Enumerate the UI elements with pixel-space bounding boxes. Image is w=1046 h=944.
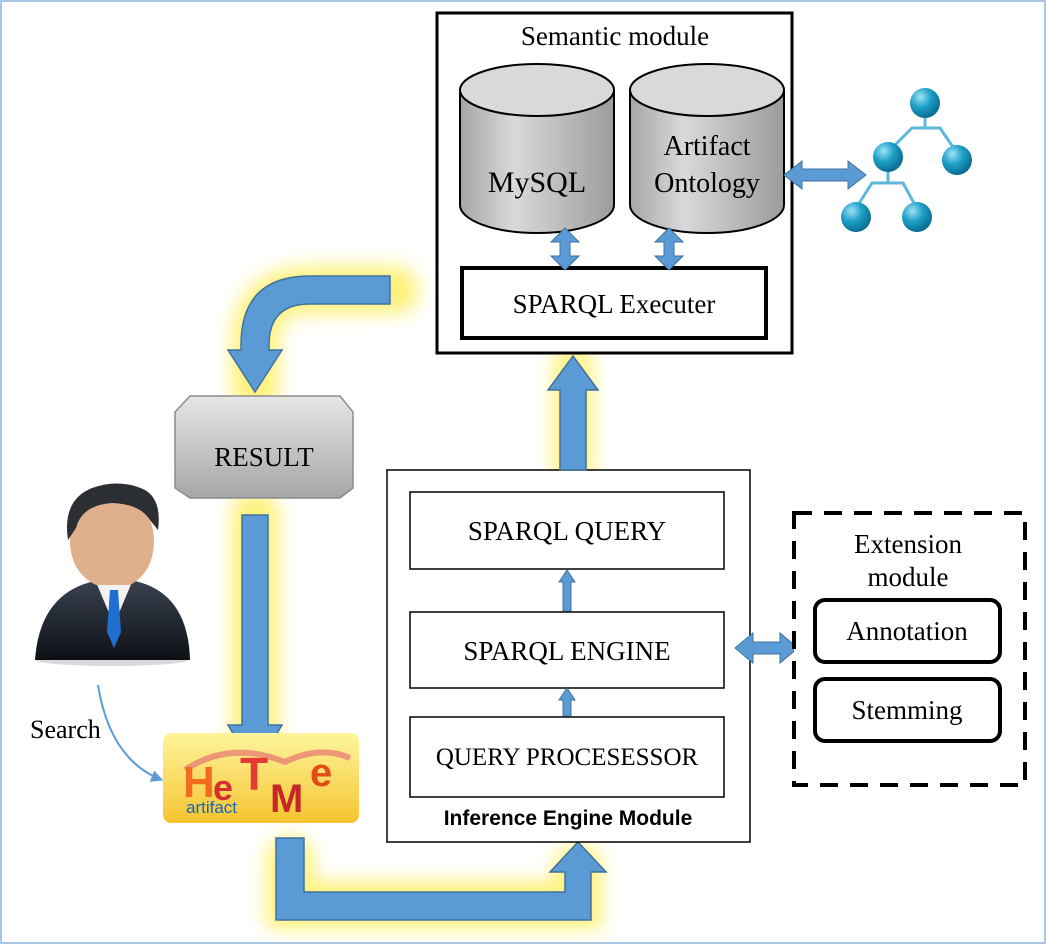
stemming-label: Stemming	[851, 695, 962, 725]
extension-title-line2: module	[868, 562, 949, 592]
sparql-executer-box	[460, 266, 768, 340]
logo-e1: e	[213, 767, 233, 808]
stemming-box	[813, 677, 1002, 743]
inference-to-semantic-arrow	[546, 354, 600, 471]
ontology-tree-icon	[841, 88, 972, 232]
annotation-label: Annotation	[846, 616, 968, 646]
search-label: Search	[30, 715, 101, 744]
query-processor-box	[409, 716, 725, 798]
result-label: RESULT	[214, 442, 314, 472]
sparql-query-box	[409, 491, 725, 570]
annotation-box	[813, 598, 1002, 664]
hetme-logo: H e T M e artifact	[163, 733, 359, 823]
extension-module: Extension module Annotation Stemming	[792, 511, 1027, 787]
mysql-database-icon: MySQL	[459, 63, 615, 234]
inference-module-title: Inference Engine Module	[444, 807, 693, 830]
result-box: RESULT	[174, 395, 354, 499]
logo-m: M	[270, 777, 303, 821]
inner-flow-arrows	[558, 569, 576, 717]
ontology-label-line2: Ontology	[654, 168, 760, 199]
logo-subtext: artifact	[186, 798, 237, 817]
sparql-executer-label: SPARQL Executer	[513, 289, 716, 319]
cylinder-executer-arrows	[549, 227, 685, 271]
logo-e2: e	[310, 751, 332, 795]
query-processor-label: QUERY PROCESESSOR	[436, 744, 699, 771]
semantic-module-title: Semantic module	[521, 21, 709, 51]
sparql-engine-label: SPARQL ENGINE	[463, 636, 670, 666]
logo-t: T	[240, 748, 268, 800]
user-avatar-icon	[35, 483, 190, 666]
inference-engine-module: SPARQL QUERY SPARQL ENGINE QUERY PROCESE…	[386, 469, 751, 843]
search-flow-arrow	[97, 684, 164, 782]
ontology-tree-arrow	[783, 159, 867, 191]
mysql-label: MySQL	[488, 166, 586, 199]
extension-title-line1: Extension	[854, 529, 962, 559]
sparql-engine-box	[409, 611, 725, 689]
logo-to-inference-arrow	[275, 837, 608, 921]
sparql-query-label: SPARQL QUERY	[468, 516, 666, 546]
result-arrow-bend	[226, 275, 391, 394]
logo-h: H	[183, 758, 215, 807]
ontology-label-line1: Artifact	[663, 131, 750, 162]
semantic-module: Semantic module MySQL Artifact Ontology …	[435, 11, 794, 355]
ontology-database-icon: Artifact Ontology	[629, 63, 785, 234]
